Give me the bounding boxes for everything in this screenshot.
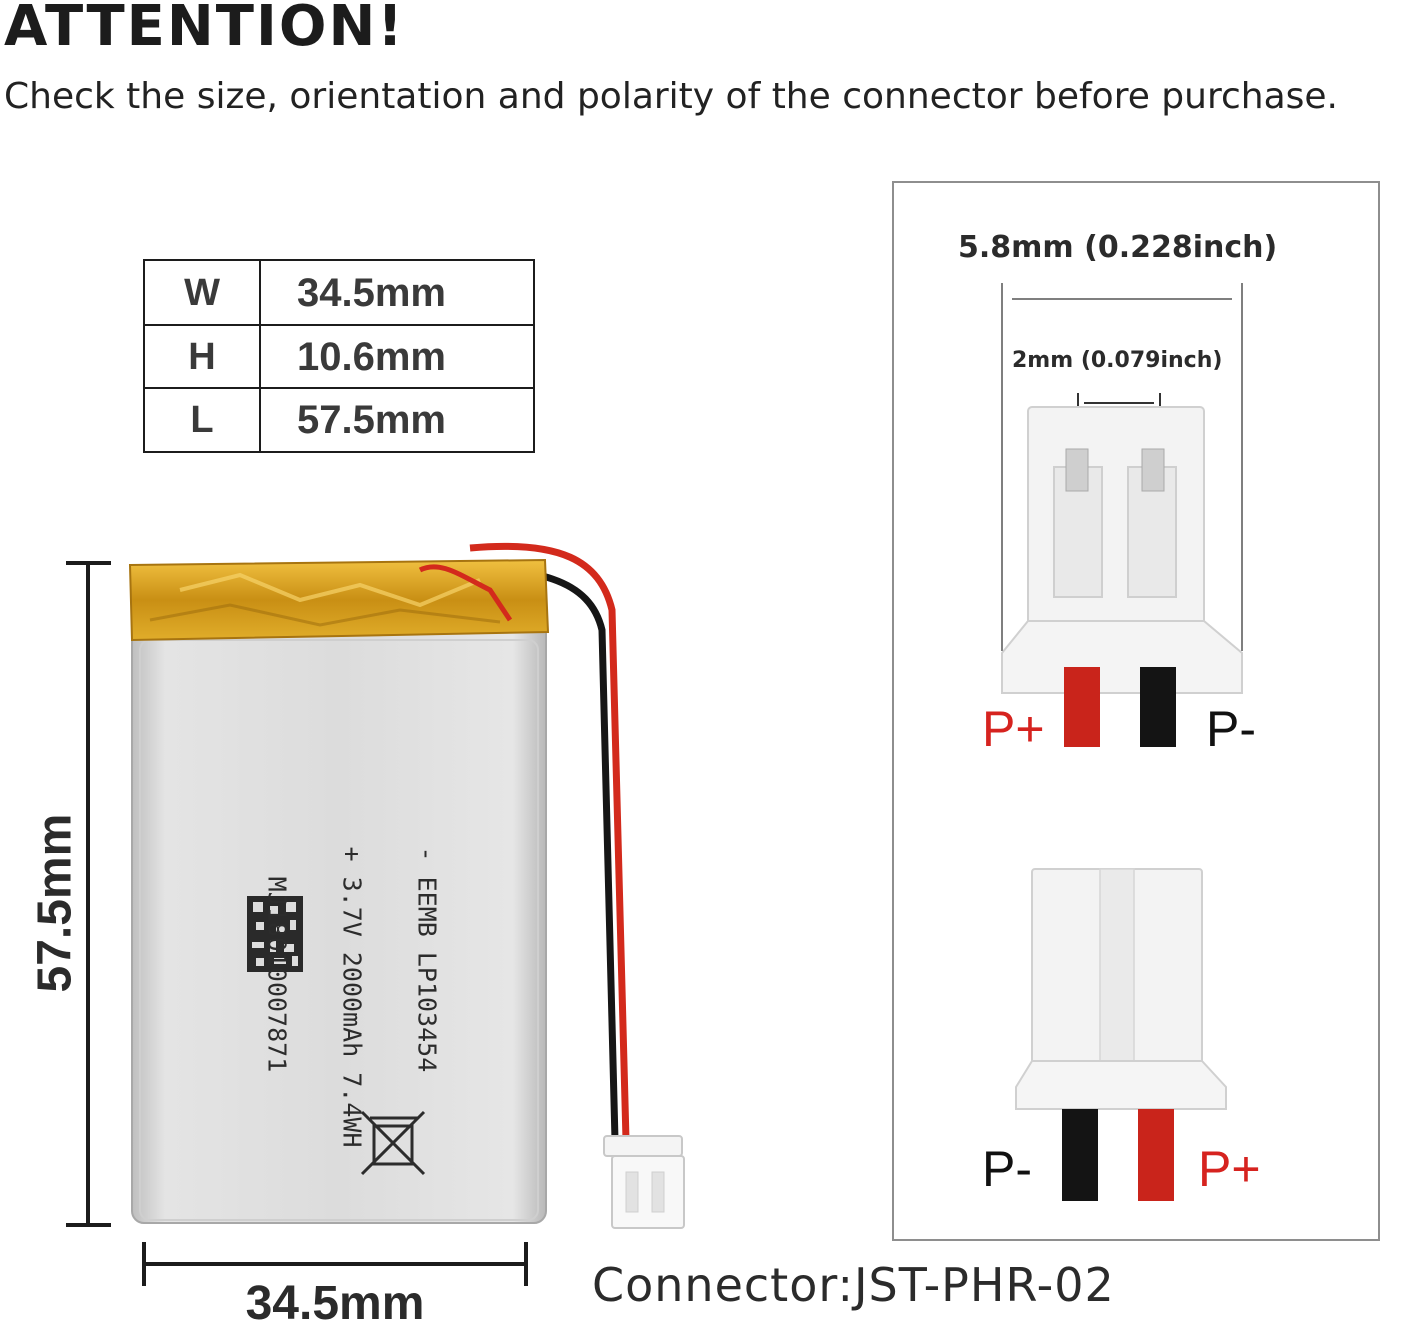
polarity-label-bottom-left: P- bbox=[982, 1141, 1032, 1197]
dimension-key: H bbox=[145, 326, 261, 388]
connector-bottom-view bbox=[1015, 868, 1227, 1201]
battery-printed-label: - EEMB LP103454 + 3.7V 2000mAh 7.4WH MJ1… bbox=[240, 846, 490, 1147]
battery-label-line: + 3.7V 2000mAh 7.4WH bbox=[337, 846, 367, 1148]
polarity-label-bottom-right: P+ bbox=[1198, 1141, 1261, 1197]
width-label: 34.5mm bbox=[245, 1277, 425, 1330]
attention-heading: ATTENTION! bbox=[4, 0, 405, 59]
dimension-value: 57.5mm bbox=[297, 397, 446, 442]
dimension-row-w: W 34.5mm bbox=[145, 261, 533, 325]
dimension-key: W bbox=[145, 261, 261, 325]
dimension-value: 34.5mm bbox=[297, 270, 446, 315]
dimension-row-h: H 10.6mm bbox=[145, 324, 533, 388]
connector-top-view bbox=[1001, 406, 1243, 747]
dimensions-table: W 34.5mm H 10.6mm L 57.5mm bbox=[143, 259, 535, 453]
connector-width-label: 5.8mm (0.228inch) bbox=[958, 230, 1278, 265]
dimension-row-l: L 57.5mm bbox=[145, 387, 533, 451]
connector-width-dimension bbox=[1001, 283, 1243, 651]
polarity-label-top-left: P+ bbox=[982, 701, 1045, 757]
connector-drawings bbox=[1001, 283, 1243, 1201]
qr-code bbox=[247, 896, 303, 972]
length-label: 57.5mm bbox=[28, 813, 82, 993]
connector-panel bbox=[892, 181, 1380, 1241]
small-connector-plug bbox=[603, 1135, 685, 1229]
length-dimension-line bbox=[66, 561, 111, 1227]
attention-subtitle: Check the size, orientation and polarity… bbox=[4, 76, 1338, 117]
crossed-bin-icon bbox=[360, 1110, 426, 1176]
connector-type-label: Connector:JST-PHR-02 bbox=[592, 1258, 1115, 1312]
red-wire bbox=[469, 542, 630, 1141]
battery-label-line: - EEMB LP103454 bbox=[412, 846, 442, 1073]
pin-pitch-label: 2mm (0.079inch) bbox=[1012, 348, 1223, 373]
battery-label-line: MJ18010007871 bbox=[262, 846, 292, 1073]
dimension-value: 10.6mm bbox=[297, 334, 446, 379]
polarity-label-top-right: P- bbox=[1206, 701, 1256, 757]
battery-illustration bbox=[66, 542, 685, 1286]
width-dimension-line bbox=[142, 1242, 528, 1286]
dimension-key: L bbox=[145, 389, 261, 451]
battery-tape bbox=[128, 558, 550, 642]
